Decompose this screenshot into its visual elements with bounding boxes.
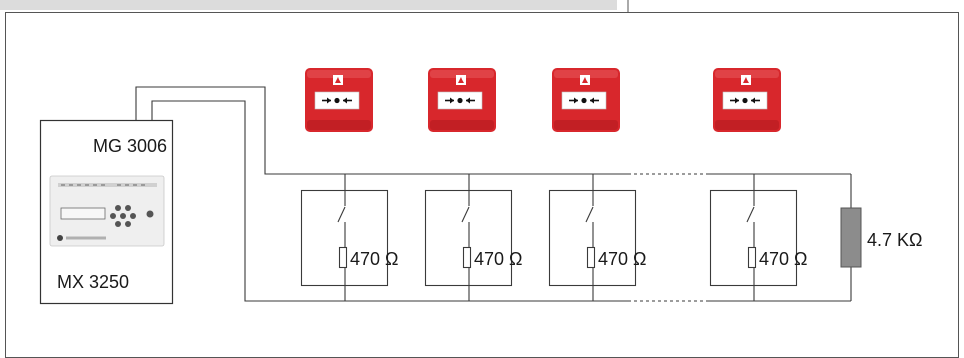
detector-module: 470 Ω [548,174,647,301]
end-of-line-resistor [840,207,862,268]
switch-contact [337,206,346,223]
resistor-label: 470 Ω [759,249,808,269]
detector-module: 470 Ω [709,174,808,301]
manual-call-point-icon [305,68,373,132]
module-resistor [586,246,596,269]
module-resistor [338,246,348,269]
detector-modules: 470 Ω 470 Ω 470 Ω 470 Ω [300,174,808,301]
panel-top-label: MG 3006 [93,136,167,156]
module-resistor [462,246,472,269]
manual-call-point-icon [552,68,620,132]
loop-wiring [135,86,852,302]
resistor-label: 470 Ω [350,249,399,269]
manual-call-point-icon [713,68,781,132]
module-resistor [747,246,757,269]
detector-module: 470 Ω [300,174,399,301]
switch-contact [585,206,594,223]
control-panel: MG 3006 MX 3250 [39,119,174,305]
resistor-label: 470 Ω [598,249,647,269]
manual-call-points [305,68,781,132]
end-of-line-label: 4.7 KΩ [867,230,923,250]
panel-keypad [110,205,154,227]
top-band-right [634,0,964,10]
manual-call-point-icon [428,68,496,132]
top-band [0,0,617,10]
resistor-label: 470 Ω [474,249,523,269]
panel-front-image [49,175,165,247]
panel-lcd [60,207,106,220]
panel-bottom-label: MX 3250 [57,272,129,292]
switch-contact [461,206,470,223]
detector-module: 470 Ω [424,174,523,301]
switch-contact [746,206,755,223]
